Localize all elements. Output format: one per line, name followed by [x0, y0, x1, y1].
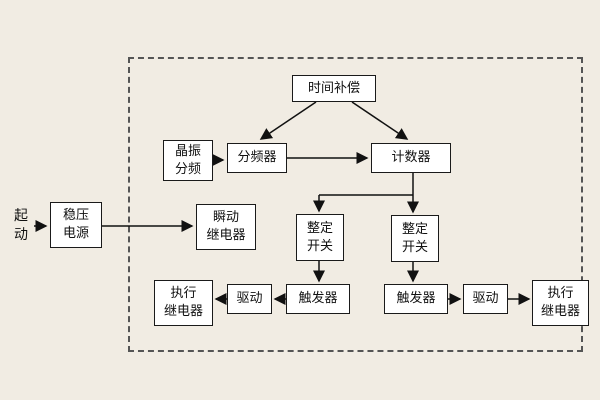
node-crystal-divider: 晶振 分频 [163, 140, 213, 181]
start-label: 起 动 [14, 208, 28, 243]
node-exec-relay-left: 执行 继电器 [154, 280, 213, 326]
node-counter: 计数器 [371, 143, 451, 173]
node-exec-relay-right: 执行 继电器 [532, 280, 589, 326]
arrow-timecomp-to-counter [351, 101, 409, 140]
node-setting-switch-right: 整定 开关 [391, 215, 439, 262]
node-setting-switch-left: 整定 开关 [296, 214, 344, 261]
node-instant-relay: 瞬动 继电器 [196, 204, 256, 250]
arrow-timecomp-to-divider [259, 101, 317, 140]
node-time-compensation: 时间补偿 [292, 75, 376, 102]
system-boundary [128, 57, 583, 352]
node-power-supply: 稳压 电源 [50, 202, 102, 248]
node-trigger-right: 触发器 [384, 284, 448, 314]
node-drive-left: 驱动 [227, 284, 272, 314]
node-trigger-left: 触发器 [286, 284, 350, 314]
node-frequency-divider: 分频器 [227, 143, 287, 173]
node-drive-right: 驱动 [463, 284, 508, 314]
